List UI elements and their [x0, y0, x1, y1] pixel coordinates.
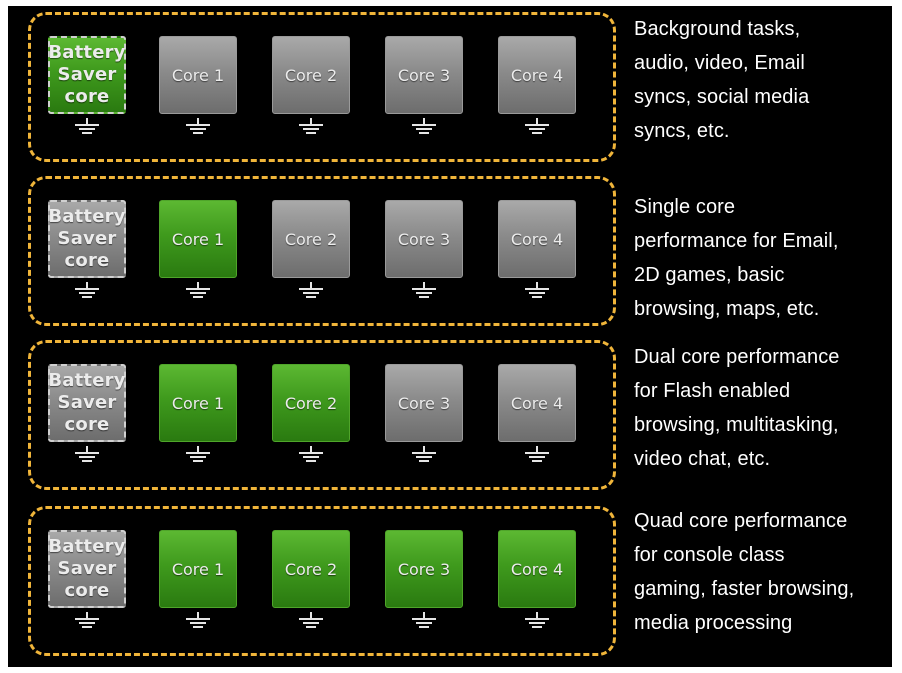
ground-symbol-icon — [525, 282, 549, 298]
ground-symbol-icon — [412, 612, 436, 628]
core-2: Core 2 — [272, 36, 350, 114]
core-4: Core 4 — [498, 200, 576, 278]
core-label: Core 1 — [171, 393, 225, 413]
core-label: Core 4 — [510, 229, 564, 249]
mode-description: Quad core performance for console class ga… — [634, 504, 890, 640]
description-line: audio, video, Email — [634, 52, 805, 74]
ground-symbol-icon — [525, 118, 549, 134]
description-line: syncs, social media — [634, 86, 810, 108]
ground-symbol-icon — [186, 446, 210, 462]
description-line: gaming, faster browsing, — [634, 578, 855, 600]
ground-symbol-icon — [299, 446, 323, 462]
mode-description: Background tasks, audio, video, Email sync… — [634, 12, 890, 148]
description-line: browsing, multitasking, — [634, 414, 839, 436]
core-4: Core 4 — [498, 36, 576, 114]
core-label: Core 4 — [510, 559, 564, 579]
core-1: Core 1 — [159, 200, 237, 278]
battery-saver-label-line: Saver — [57, 228, 117, 249]
ground-symbol-icon — [75, 282, 99, 298]
core-label: Core 2 — [284, 559, 338, 579]
description-line: 2D games, basic — [634, 264, 785, 286]
battery-saver-label-line: Saver — [57, 392, 117, 413]
mode-group — [28, 176, 616, 326]
core-3: Core 3 — [385, 364, 463, 442]
battery-saver-label-line: core — [64, 580, 110, 601]
ground-symbol-icon — [412, 446, 436, 462]
core-label: Core 4 — [510, 65, 564, 85]
ground-symbol-icon — [75, 612, 99, 628]
battery-saver-label-line: Battery — [48, 42, 126, 63]
ground-symbol-icon — [186, 282, 210, 298]
core-label: Core 3 — [397, 559, 451, 579]
ground-symbol-icon — [299, 118, 323, 134]
description-line: for console class — [634, 544, 785, 566]
core-label: Core 2 — [284, 393, 338, 413]
core-label: Core 4 — [510, 393, 564, 413]
description-line: media processing — [634, 612, 793, 634]
mode-group — [28, 12, 616, 162]
ground-symbol-icon — [75, 446, 99, 462]
description-line: syncs, etc. — [634, 120, 730, 142]
ground-symbol-icon — [299, 282, 323, 298]
battery-saver-label-line: Saver — [57, 558, 117, 579]
battery-saver-label-line: core — [64, 250, 110, 271]
mode-group — [28, 506, 616, 656]
core-2: Core 2 — [272, 200, 350, 278]
core-4: Core 4 — [498, 530, 576, 608]
description-line: performance for Email, — [634, 230, 839, 252]
ground-symbol-icon — [525, 612, 549, 628]
core-3: Core 3 — [385, 530, 463, 608]
ground-symbol-icon — [299, 612, 323, 628]
core-1: Core 1 — [159, 530, 237, 608]
core-3: Core 3 — [385, 36, 463, 114]
ground-symbol-icon — [412, 282, 436, 298]
description-line: Single core — [634, 196, 736, 218]
battery-saver-label-line: Saver — [57, 64, 117, 85]
battery-saver-label-line: Battery — [48, 370, 126, 391]
battery-saver-label-line: Battery — [48, 536, 126, 557]
core-1: Core 1 — [159, 36, 237, 114]
core-label: Core 2 — [284, 229, 338, 249]
core-label: Core 3 — [397, 65, 451, 85]
mode-group — [28, 340, 616, 490]
core-label: Core 2 — [284, 65, 338, 85]
description-line: video chat, etc. — [634, 448, 771, 470]
ground-symbol-icon — [186, 118, 210, 134]
ground-symbol-icon — [186, 612, 210, 628]
ground-symbol-icon — [525, 446, 549, 462]
description-line: browsing, maps, etc. — [634, 298, 820, 320]
core-4: Core 4 — [498, 364, 576, 442]
battery-saver-label-line: core — [64, 86, 110, 107]
core-2: Core 2 — [272, 364, 350, 442]
ground-symbol-icon — [412, 118, 436, 134]
core-label: Core 3 — [397, 393, 451, 413]
core-label: Core 3 — [397, 229, 451, 249]
ground-symbol-icon — [75, 118, 99, 134]
description-line: Dual core performance — [634, 346, 840, 368]
battery-saver-label-line: core — [64, 414, 110, 435]
core-3: Core 3 — [385, 200, 463, 278]
core-1: Core 1 — [159, 364, 237, 442]
mode-description: Dual core performance for Flash enabled br… — [634, 340, 890, 476]
description-line: Quad core performance — [634, 510, 848, 532]
core-2: Core 2 — [272, 530, 350, 608]
description-line: for Flash enabled — [634, 380, 791, 402]
core-label: Core 1 — [171, 229, 225, 249]
mode-description: Single core performance for Email, 2D game… — [634, 190, 890, 326]
core-label: Core 1 — [171, 559, 225, 579]
description-line: Background tasks, — [634, 18, 801, 40]
battery-saver-label-line: Battery — [48, 206, 126, 227]
core-label: Core 1 — [171, 65, 225, 85]
